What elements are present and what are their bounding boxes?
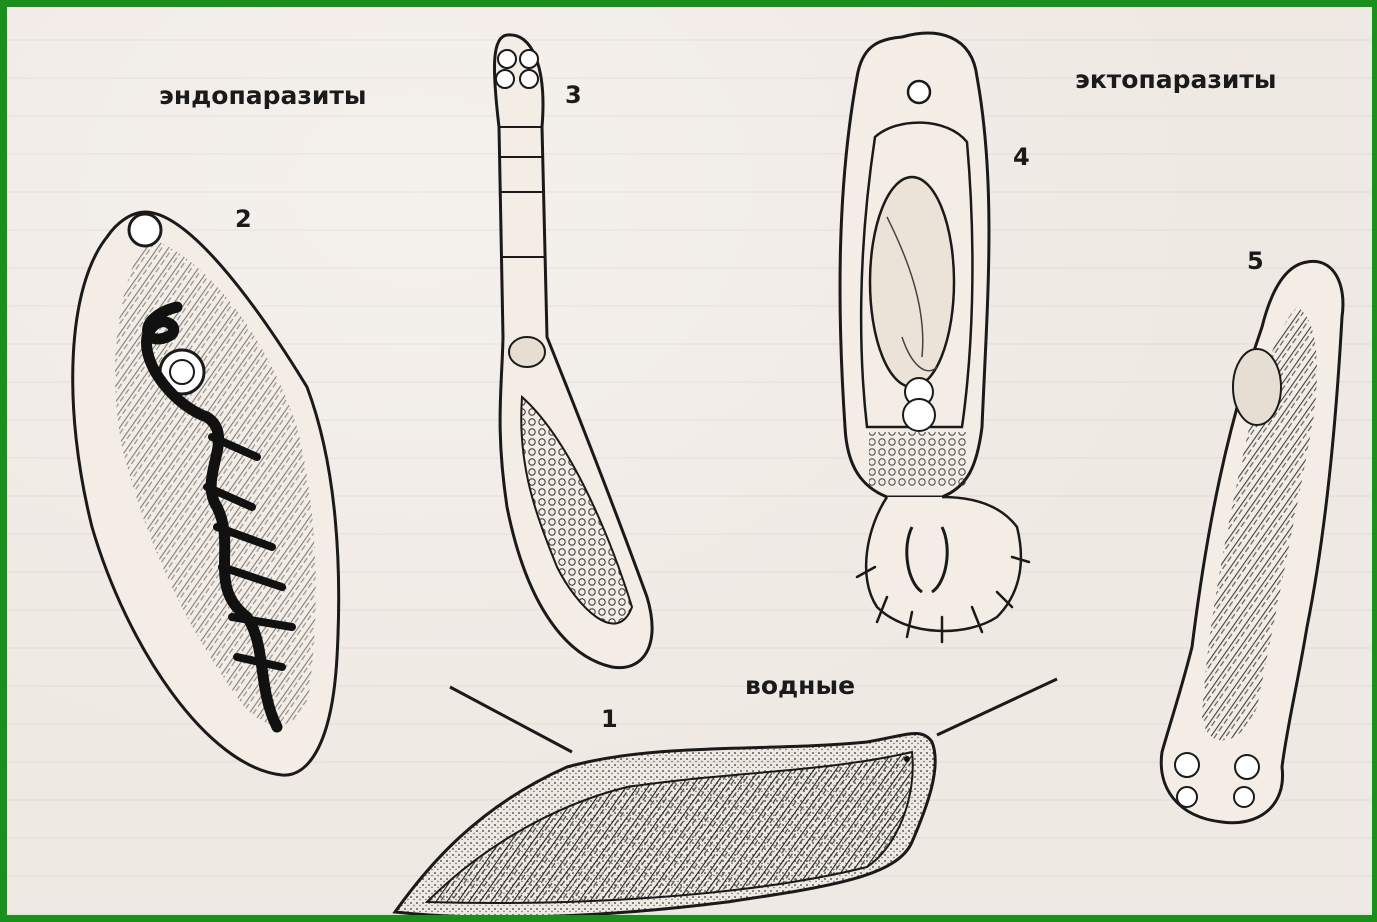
figure-number-3: 3: [565, 81, 582, 109]
figure-number-5: 5: [1247, 247, 1264, 275]
liver-fluke-illustration: [73, 212, 339, 775]
figure-number-2: 2: [235, 205, 252, 233]
ectoparasites-label: эктопаразиты: [1075, 65, 1277, 94]
drawing-canvas: [7, 7, 1377, 922]
polystoma-illustration: [840, 33, 1029, 642]
planarian-illustration: [395, 733, 935, 917]
pointer-line-right: [937, 679, 1057, 735]
figure-number-4: 4: [1013, 143, 1030, 171]
aquatic-label: водные: [745, 671, 855, 700]
cestode-illustration: [494, 35, 652, 668]
pointer-line-left: [450, 687, 572, 752]
figure-number-1: 1: [601, 705, 618, 733]
ectoparasite-worm-illustration: [1161, 261, 1343, 822]
endoparasites-label: эндопаразиты: [159, 81, 367, 110]
